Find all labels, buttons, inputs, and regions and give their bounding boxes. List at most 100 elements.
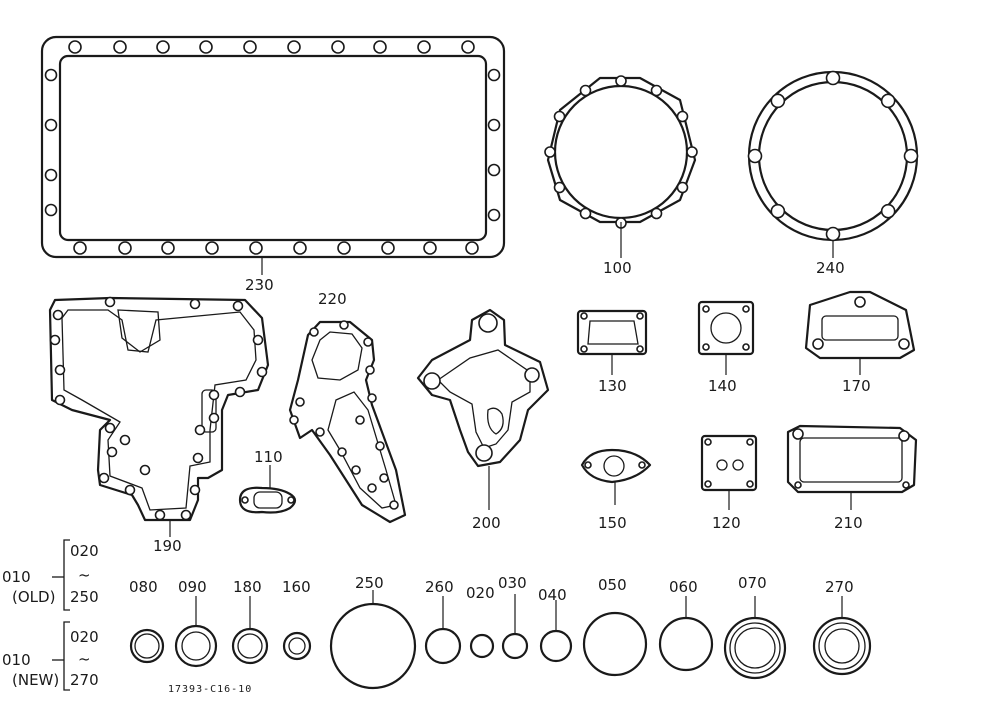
- bolt-hole: [487, 208, 501, 222]
- legend-new: 010 (NEW) 020 ~ 270: [2, 621, 99, 691]
- bolt-hole: [118, 241, 132, 255]
- bolt-hole: [770, 203, 786, 219]
- label-220: 220: [318, 290, 347, 308]
- label-040: 040: [538, 586, 567, 604]
- bolt-hole: [119, 434, 131, 446]
- legend-new-to: 270: [70, 671, 99, 689]
- bolt-hole: [650, 207, 663, 220]
- label-200: 200: [472, 514, 501, 532]
- bolt-hole: [337, 241, 351, 255]
- gasket-170-cover: 170: [804, 290, 916, 395]
- label-190: 190: [153, 537, 182, 555]
- bolt-hole: [54, 394, 66, 406]
- seal-180: 180: [231, 578, 269, 665]
- gasket-240-cover: 240: [747, 70, 919, 277]
- bolt-hole: [232, 300, 244, 312]
- bolt-hole: [579, 207, 592, 220]
- legend-old-to: 250: [70, 588, 99, 606]
- label-250: 250: [355, 574, 384, 592]
- seal-270: 270: [812, 578, 872, 676]
- label-060: 060: [669, 578, 698, 596]
- bolt-hole: [339, 320, 349, 330]
- legend-old-from: 020: [70, 542, 99, 560]
- bolt-hole: [417, 40, 431, 54]
- bolt-hole: [903, 148, 919, 164]
- legend-old: 010 (OLD) 020 ~ 250: [2, 539, 99, 611]
- bolt-hole: [367, 393, 377, 403]
- bolt-hole: [487, 118, 501, 132]
- bolt-hole: [880, 203, 896, 219]
- legend-new-tilde: ~: [78, 650, 91, 668]
- bolt-hole: [676, 181, 689, 194]
- bolt-hole: [363, 337, 373, 347]
- bolt-hole: [208, 389, 220, 401]
- oring-260: 260: [424, 578, 462, 665]
- label-090: 090: [178, 578, 207, 596]
- bolt-hole: [747, 148, 763, 164]
- bolt-hole: [154, 509, 166, 521]
- oring-050: 050: [582, 576, 648, 677]
- label-260: 260: [425, 578, 454, 596]
- seal-090: 090: [174, 578, 218, 668]
- bolt-hole: [189, 298, 201, 310]
- bolt-hole: [389, 500, 399, 510]
- bolt-hole: [770, 93, 786, 109]
- bolt-hole: [825, 70, 841, 86]
- bolt-hole: [54, 364, 66, 376]
- label-120: 120: [712, 514, 741, 532]
- legend-new-ref: 010: [2, 651, 31, 669]
- label-160: 160: [282, 578, 311, 596]
- bolt-hole: [234, 386, 246, 398]
- label-230: 230: [245, 276, 274, 294]
- bolt-hole: [156, 40, 170, 54]
- bolt-hole: [309, 327, 319, 337]
- bolt-hole: [825, 226, 841, 242]
- gasket-130-rect: 130: [576, 309, 648, 395]
- label-030: 030: [498, 574, 527, 592]
- label-020: 020: [466, 584, 495, 602]
- oring-250: 250: [329, 574, 417, 690]
- bolt-hole: [367, 483, 377, 493]
- bolt-hole: [293, 241, 307, 255]
- oring-030: 030: [498, 574, 529, 660]
- bolt-hole: [337, 447, 347, 457]
- seal-160: 160: [282, 578, 312, 661]
- bolt-hole: [331, 40, 345, 54]
- bolt-hole: [676, 110, 689, 123]
- bolt-hole: [365, 365, 375, 375]
- bolt-hole: [579, 84, 592, 97]
- label-100: 100: [603, 259, 632, 277]
- bolt-hole: [461, 40, 475, 54]
- label-130: 130: [598, 377, 627, 395]
- label-210: 210: [834, 514, 863, 532]
- bolt-hole: [106, 446, 118, 458]
- gasket-120-plate: 120: [700, 434, 758, 532]
- bolt-hole: [52, 309, 64, 321]
- bolt-hole: [68, 40, 82, 54]
- drawing-code: 17393-C16-10: [168, 684, 252, 695]
- bolt-hole: [381, 241, 395, 255]
- gasket-200-bracket: 200: [416, 308, 550, 532]
- bolt-hole: [553, 110, 566, 123]
- label-150: 150: [598, 514, 627, 532]
- bolt-hole: [49, 334, 61, 346]
- bolt-hole: [161, 241, 175, 255]
- label-110: 110: [254, 448, 283, 466]
- oring-060: 060: [658, 578, 714, 672]
- bolt-hole: [124, 484, 136, 496]
- bolt-hole: [880, 93, 896, 109]
- gasket-190-gear-case: 190: [48, 296, 270, 555]
- bolt-hole: [423, 241, 437, 255]
- bolt-hole: [139, 464, 151, 476]
- bolt-hole: [44, 118, 58, 132]
- seal-070: 070: [723, 574, 787, 680]
- gasket-220-water-pump: 220: [288, 290, 407, 524]
- bolt-hole: [686, 146, 698, 158]
- bolt-hole: [289, 415, 299, 425]
- bolt-hole: [180, 509, 192, 521]
- gasket-140-square: 140: [697, 300, 755, 395]
- bolt-hole: [375, 441, 385, 451]
- bolt-hole: [104, 296, 116, 308]
- bolt-hole: [379, 473, 389, 483]
- label-270: 270: [825, 578, 854, 596]
